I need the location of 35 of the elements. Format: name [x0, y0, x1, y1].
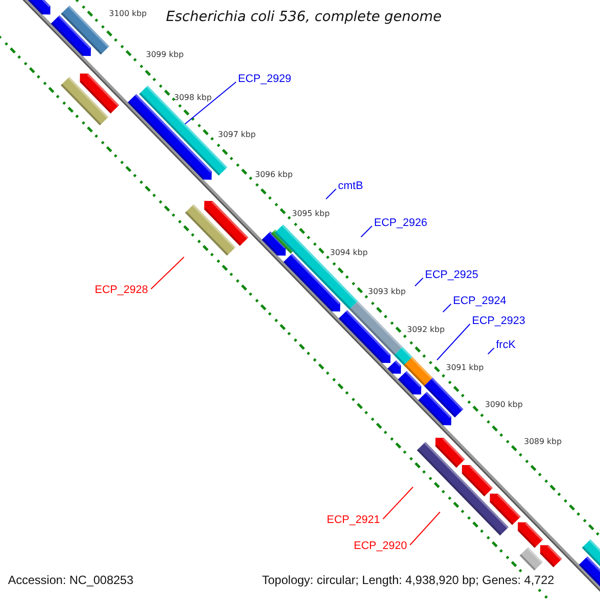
tick-label: 3094 kbp	[330, 248, 368, 258]
leader-line	[442, 304, 452, 312]
gene-label: ECP_2920	[354, 540, 407, 553]
tick-label: 3097 kbp	[218, 130, 256, 140]
tick-label: 3093 kbp	[368, 287, 406, 297]
tick-label: 3099 kbp	[146, 50, 184, 60]
leader-line	[360, 226, 372, 238]
footer-text: Topology: circular; Length: 4,938,920 bp; Genes: 4,722	[262, 573, 554, 588]
tick-label: 3095 kbp	[292, 209, 330, 219]
footer-text: Accession: NC_008253	[8, 573, 134, 588]
gene-label: ECP_2928	[94, 284, 148, 297]
gene-label: ECP_2923	[472, 315, 526, 328]
leader-line	[382, 486, 414, 520]
gene-label: cmtB	[338, 180, 364, 193]
gene-label: ECP_2921	[326, 514, 380, 527]
tick-label: 3100 kbp	[109, 9, 147, 19]
leader-line	[326, 188, 336, 200]
tick-label: 3098 kbp	[174, 93, 212, 103]
gene-label: ECP_2924	[453, 295, 506, 308]
tick-label: 3090 kbp	[485, 400, 523, 410]
leader-line	[184, 82, 236, 124]
leader-line	[150, 256, 184, 290]
leader-line	[414, 278, 424, 286]
tick-label: 3096 kbp	[255, 170, 293, 180]
gene-label: ECP_2926	[374, 217, 428, 230]
leader-line	[410, 512, 440, 546]
leader-line	[488, 348, 494, 354]
gene-label: ECP_2925	[425, 269, 478, 282]
tick-label: 3091 kbp	[446, 363, 484, 373]
tick-label: 3092 kbp	[407, 325, 445, 335]
gene-label: ECP_2929	[238, 73, 292, 86]
leader-line	[436, 324, 470, 360]
gene-label: frcK	[496, 339, 516, 352]
title: Escherichia coli 536, complete genome	[166, 9, 442, 25]
tick-label: 3089 kbp	[524, 437, 562, 447]
